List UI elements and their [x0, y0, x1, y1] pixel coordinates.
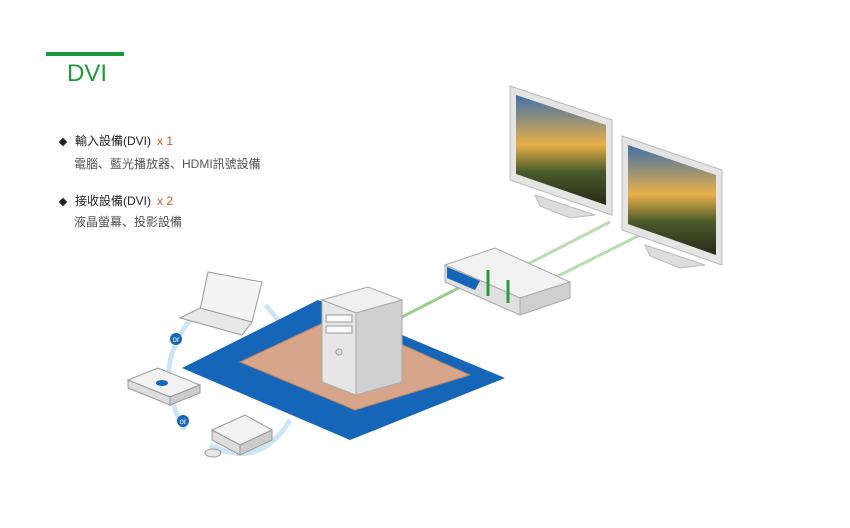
svg-text:or: or: [179, 417, 186, 426]
or-badge: or: [170, 333, 182, 345]
monitor-2: [621, 135, 723, 269]
monitor-1: [509, 85, 613, 219]
output-device-item: 接收設備(DVI) x 2: [58, 192, 174, 209]
input-label: 輸入設備(DVI): [75, 134, 151, 148]
input-count: x 1: [157, 134, 174, 148]
game-console: [204, 414, 274, 458]
input-device-item: 輸入設備(DVI) x 1: [58, 132, 174, 149]
title-underline: [46, 52, 124, 56]
svg-text:or: or: [172, 335, 179, 344]
output-count: x 2: [157, 194, 174, 208]
or-badge: or: [177, 415, 189, 427]
output-description: 液晶螢幕、投影設備: [74, 215, 183, 229]
dvi-splitter: [443, 247, 572, 316]
laptop: [178, 271, 263, 336]
tower-pc: [320, 286, 404, 396]
output-label: 接收設備(DVI): [75, 194, 151, 208]
page-title: DVI: [67, 60, 108, 87]
bluray-player: [126, 367, 202, 406]
input-description: 電腦、藍光播放器、HDMI訊號設備: [74, 157, 261, 171]
